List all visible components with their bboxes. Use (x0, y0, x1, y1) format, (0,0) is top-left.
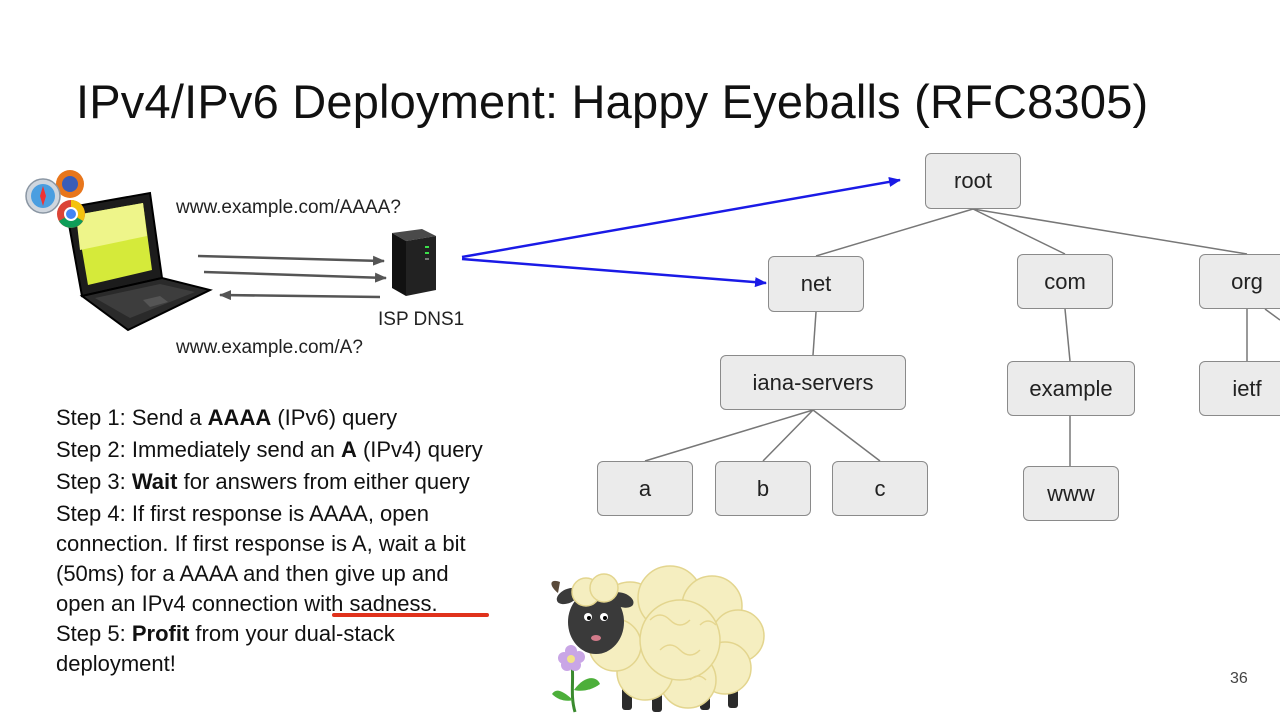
sadness-underline (332, 613, 489, 617)
node-org: org (1199, 254, 1280, 309)
step-1: Step 1: Send a AAAA (IPv6) query (56, 405, 398, 430)
page-number: 36 (1230, 670, 1248, 687)
dns-server-illustration (392, 229, 436, 296)
edge-org-offscreen (1264, 308, 1280, 321)
node-com: com (1017, 254, 1113, 309)
node-b: b (715, 461, 811, 516)
arrow-response (219, 290, 381, 301)
node-iana-servers: iana-servers (720, 355, 906, 410)
tree-edges (644, 208, 1280, 466)
server-icon (392, 229, 436, 296)
edge-root-net (815, 208, 974, 257)
edge-root-com (972, 208, 1066, 255)
step-5-line-2: deployment! (56, 651, 176, 676)
edge-iana-b (762, 409, 814, 462)
slide-title: IPv4/IPv6 Deployment: Happy Eyeballs (RF… (76, 75, 1149, 128)
laptop-icon (64, 191, 213, 332)
step-4-line-2: connection. If first response is A, wait… (56, 531, 466, 556)
query-label-a: www.example.com/A? (176, 337, 363, 358)
sheep-illustration (551, 565, 765, 713)
step-5: Step 5: Profit from your dual-stack (56, 621, 395, 646)
step-2: Step 2: Immediately send an A (IPv4) que… (56, 437, 483, 462)
node-www: www (1023, 466, 1119, 521)
step-4-line-3: (50ms) for a AAAA and then give up and (56, 561, 449, 586)
arrow-query-a (203, 270, 387, 283)
edge-com-example (1064, 308, 1071, 362)
node-example: example (1007, 361, 1135, 416)
node-c: c (832, 461, 928, 516)
laptop-illustration (25, 170, 213, 332)
dns-server-label: ISP DNS1 (378, 309, 465, 330)
arrow-dns-to-root (461, 176, 901, 259)
flower-icon (552, 645, 600, 713)
node-root: root (925, 153, 1021, 209)
step-3: Step 3: Wait for answers from either que… (56, 469, 470, 494)
browser-icons (25, 170, 85, 228)
query-label-aaaa: www.example.com/AAAA? (176, 197, 401, 218)
step-4-line-1: Step 4: If first response is AAAA, open (56, 501, 429, 526)
sheep-icon (551, 565, 765, 712)
edge-iana-c (812, 409, 881, 462)
node-net: net (768, 256, 864, 312)
arrow-dns-to-net (461, 257, 767, 288)
edge-root-org (972, 208, 1248, 255)
steps-list: Step 1: Send a AAAA (IPv6) query Step 2:… (56, 403, 556, 679)
arrow-query-aaaa (197, 254, 385, 266)
edge-net-iana (812, 311, 817, 356)
step-4-line-4: open an IPv4 connection with sadness. (56, 591, 438, 616)
node-ietf: ietf (1199, 361, 1280, 416)
edge-iana-a (644, 409, 814, 462)
node-a: a (597, 461, 693, 516)
